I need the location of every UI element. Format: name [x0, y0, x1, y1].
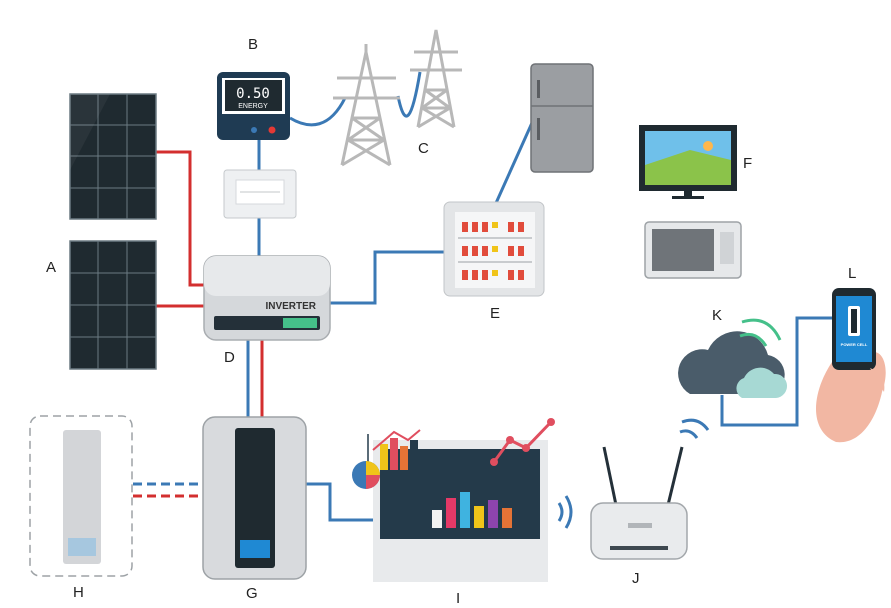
power-pylon-icon [410, 29, 462, 129]
isolator-switch-icon [223, 169, 297, 219]
meter-unit: ENERGY [238, 103, 268, 110]
microwave-icon [644, 221, 742, 279]
label-e: E [490, 305, 500, 322]
label-a: A [46, 259, 56, 276]
tv-icon [639, 125, 737, 199]
label-i: I [456, 590, 460, 607]
inverter-icon: INVERTER [203, 255, 331, 341]
monitor-icon [352, 418, 555, 582]
label-h: H [73, 584, 84, 601]
cloud-phone-wire [720, 316, 835, 427]
battery-icon [202, 416, 307, 580]
label-k: K [712, 307, 722, 324]
solar-panel-icon [69, 240, 157, 370]
cloud-icon [678, 331, 788, 398]
phone-app-label: POWER CELL [841, 342, 868, 347]
grid-wire-2 [396, 71, 422, 118]
grid-wire-1 [289, 97, 347, 127]
breaker-panel-icon [443, 201, 545, 297]
wifi-icon [557, 418, 710, 529]
label-g: G [246, 585, 258, 602]
energy-meter-icon: 0.50 ENERGY [217, 72, 290, 140]
battery-monitor-wire [306, 482, 378, 522]
solar-panel-icon [69, 93, 157, 220]
component-labels: A B C D E F G H I J K L [46, 36, 856, 607]
inverter-brand: INVERTER [265, 301, 316, 312]
power-pylon-icon [333, 44, 400, 167]
refrigerator-icon [530, 63, 594, 173]
label-f: F [743, 155, 752, 172]
backup-battery-icon [29, 415, 133, 577]
label-j: J [632, 570, 640, 587]
smartphone-icon: POWER CELL [816, 288, 886, 443]
meter-reading: 0.50 [236, 86, 270, 102]
inverter-breaker-wire [330, 250, 444, 305]
label-c: C [418, 140, 429, 157]
label-l: L [848, 265, 856, 282]
wifi-icon [739, 318, 782, 347]
router-icon [590, 446, 688, 560]
panel-top-wire [156, 150, 206, 287]
label-b: B [248, 36, 258, 53]
label-d: D [224, 349, 235, 366]
